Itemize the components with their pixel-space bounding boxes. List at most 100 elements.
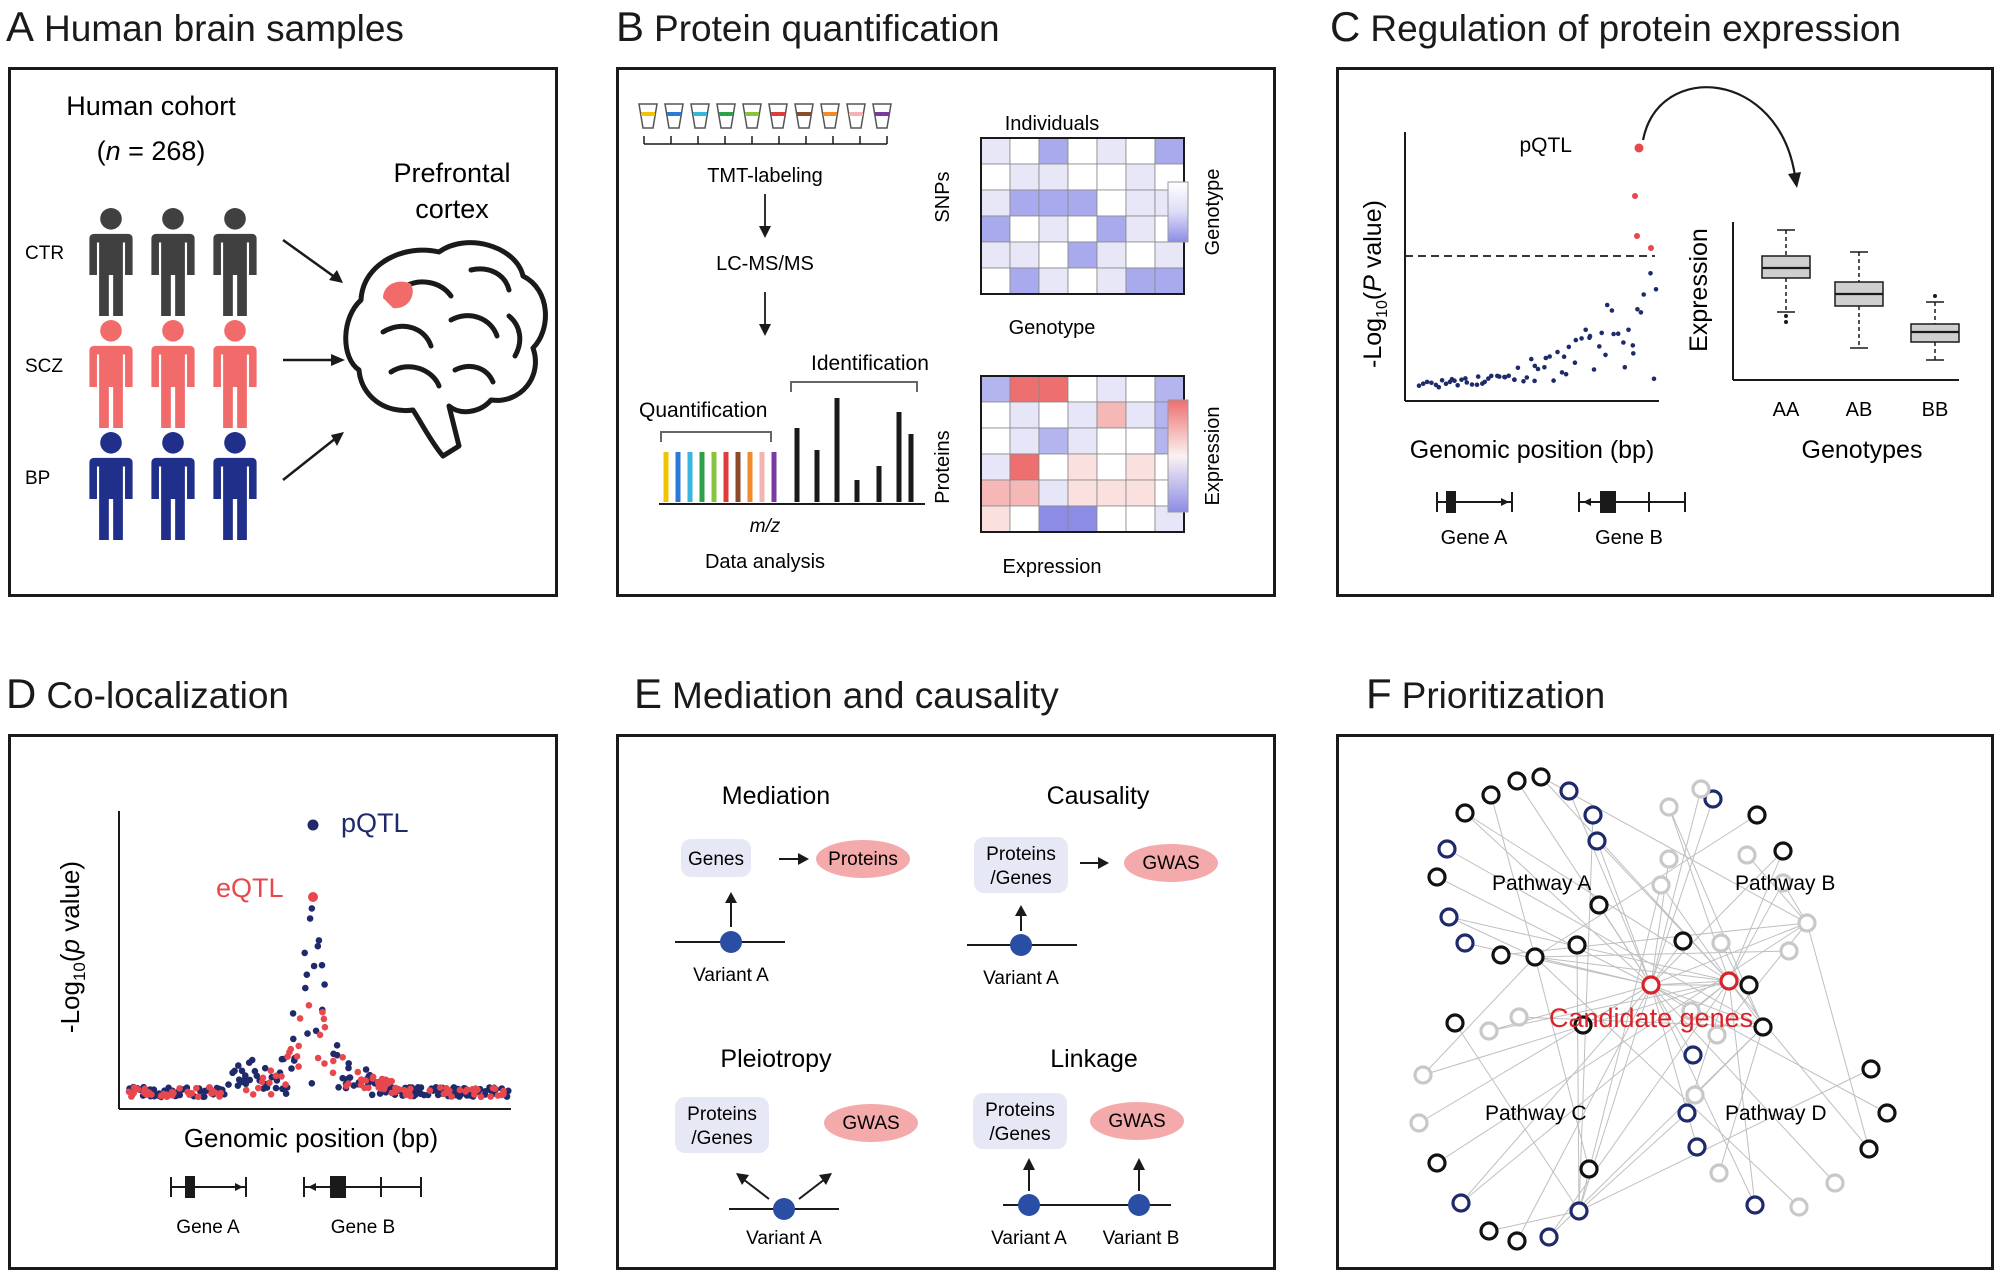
- cohort-label: Human cohort: [66, 91, 236, 121]
- pqtl-point: [335, 1084, 342, 1091]
- manhattan-points: [1416, 143, 1659, 390]
- eqtl-point: [329, 1069, 337, 1077]
- gene-a-arrow: [235, 1183, 243, 1191]
- genotype-cell: [980, 241, 1011, 269]
- proteins-node: [816, 840, 910, 878]
- gene-a-label: Gene A: [1441, 527, 1508, 549]
- proteins-label: Proteins: [828, 849, 898, 870]
- network-edge: [1668, 806, 1730, 982]
- linkage-title: Linkage: [1050, 1045, 1138, 1073]
- pqtl-point: [310, 962, 318, 970]
- manhattan-point: [1429, 380, 1434, 386]
- gene-node: [1455, 933, 1475, 953]
- variant-arrowhead: [1133, 1158, 1145, 1170]
- gwas-label: GWAS: [1108, 1111, 1165, 1132]
- manhattan-point: [1486, 376, 1491, 381]
- gene-node: [1773, 841, 1793, 861]
- manhattan-point: [1651, 376, 1657, 382]
- eqtl-point: [266, 1079, 273, 1087]
- boxplot-axes: [1732, 222, 1959, 381]
- scz-person-icon: [213, 320, 257, 428]
- eqtl-point: [278, 1073, 285, 1080]
- manhattan-point: [1579, 336, 1584, 341]
- network-edge: [1436, 922, 1808, 1164]
- manhattan-point: [1464, 380, 1470, 385]
- pleiotropy-title: Pleiotropy: [720, 1045, 832, 1073]
- network-edge: [1534, 956, 1652, 986]
- network-edge: [1660, 884, 1730, 982]
- manhattan-point: [1559, 370, 1565, 375]
- manhattan-point: [1506, 373, 1511, 379]
- eqtl-point: [296, 1015, 304, 1022]
- manhattan-point: [1573, 337, 1579, 343]
- mz-label: m/z: [750, 516, 781, 537]
- colocalization-xlabel: Genomic position (bp): [184, 1123, 438, 1153]
- manhattan-point: [1529, 356, 1534, 362]
- manhattan-point: [1443, 381, 1449, 387]
- network-edge: [1578, 1068, 1872, 1212]
- eqtl-point: [295, 1063, 302, 1070]
- genotype-legend-bar: [1167, 181, 1189, 243]
- variant-arrowhead: [725, 892, 737, 903]
- gene-node: [1825, 1173, 1845, 1193]
- scz-person-icon: [89, 320, 133, 428]
- identification-bracket: [790, 381, 918, 392]
- pqtl-point: [318, 961, 326, 969]
- network-edge: [1650, 922, 1808, 986]
- pqtl-point: [314, 942, 322, 950]
- eqtl-point: [375, 1084, 383, 1091]
- ctr-person-icon: [89, 208, 133, 316]
- eqtl-point: [365, 1084, 372, 1092]
- panel-title-text: Mediation and causality: [672, 675, 1059, 716]
- candidate-gene-node: [1719, 971, 1739, 991]
- panel-letter: D: [6, 670, 37, 717]
- pathway-c-label: Pathway C: [1485, 1102, 1587, 1125]
- gene-a-label: Gene A: [176, 1217, 240, 1238]
- eqtl-point: [272, 1072, 280, 1080]
- genotype-cell: [1067, 137, 1098, 165]
- manhattan-point: [1653, 287, 1659, 292]
- network-edge: [1728, 850, 1784, 982]
- pleiotropy-arrowhead-right: [819, 1173, 832, 1185]
- genotype-cell: [1125, 189, 1156, 217]
- reporter-ion-bars: [663, 452, 777, 502]
- gene-track: [170, 1176, 422, 1198]
- gene-node: [1861, 1059, 1881, 1079]
- outlier: [1784, 314, 1788, 318]
- eqtl-point: [293, 1053, 301, 1060]
- panel-f-canvas: Pathway A Pathway B Pathway C Pathway D …: [1409, 767, 1897, 1251]
- pqtl-point: [288, 1065, 295, 1072]
- mediation-title: Mediation: [722, 782, 830, 810]
- manhattan-point: [1543, 355, 1549, 361]
- proteins-label: Proteins: [932, 430, 954, 503]
- genotype-cell: [1038, 163, 1069, 191]
- pqtl-point: [321, 981, 328, 988]
- significant-point: [1648, 245, 1654, 251]
- network-edge: [1422, 956, 1536, 1076]
- expression-axis-label: Expression: [1003, 556, 1102, 578]
- manhattan-point: [1638, 310, 1644, 315]
- gene-node: [1747, 805, 1767, 825]
- gene-node: [1409, 1113, 1429, 1133]
- eqtl-point: [211, 1089, 219, 1096]
- boxplot-xlabel: Genotypes: [1802, 436, 1923, 464]
- manhattan-point: [1641, 292, 1646, 297]
- eqtl-point: [392, 1084, 399, 1092]
- pqtl-point: [417, 1084, 425, 1091]
- pqtl-point: [362, 1066, 370, 1073]
- expression-cell: [1125, 479, 1156, 507]
- gene-node: [1685, 1085, 1705, 1105]
- gene-node: [1455, 803, 1475, 823]
- pqtl-point: [245, 1059, 253, 1066]
- pqtl-point: [376, 1090, 384, 1097]
- manhattan-point: [1474, 382, 1480, 388]
- network-edge: [1578, 884, 1662, 1212]
- eqtl-point: [440, 1090, 448, 1098]
- eqtl-point: [380, 1085, 388, 1093]
- panel-a-canvas: Human cohort (n = 268) CTR SCZ BP Prefro…: [25, 91, 548, 540]
- pqtl-point: [308, 1080, 316, 1087]
- genes-node: [681, 839, 751, 877]
- eqtl-point: [267, 1067, 275, 1074]
- network-edge: [1460, 984, 1652, 1204]
